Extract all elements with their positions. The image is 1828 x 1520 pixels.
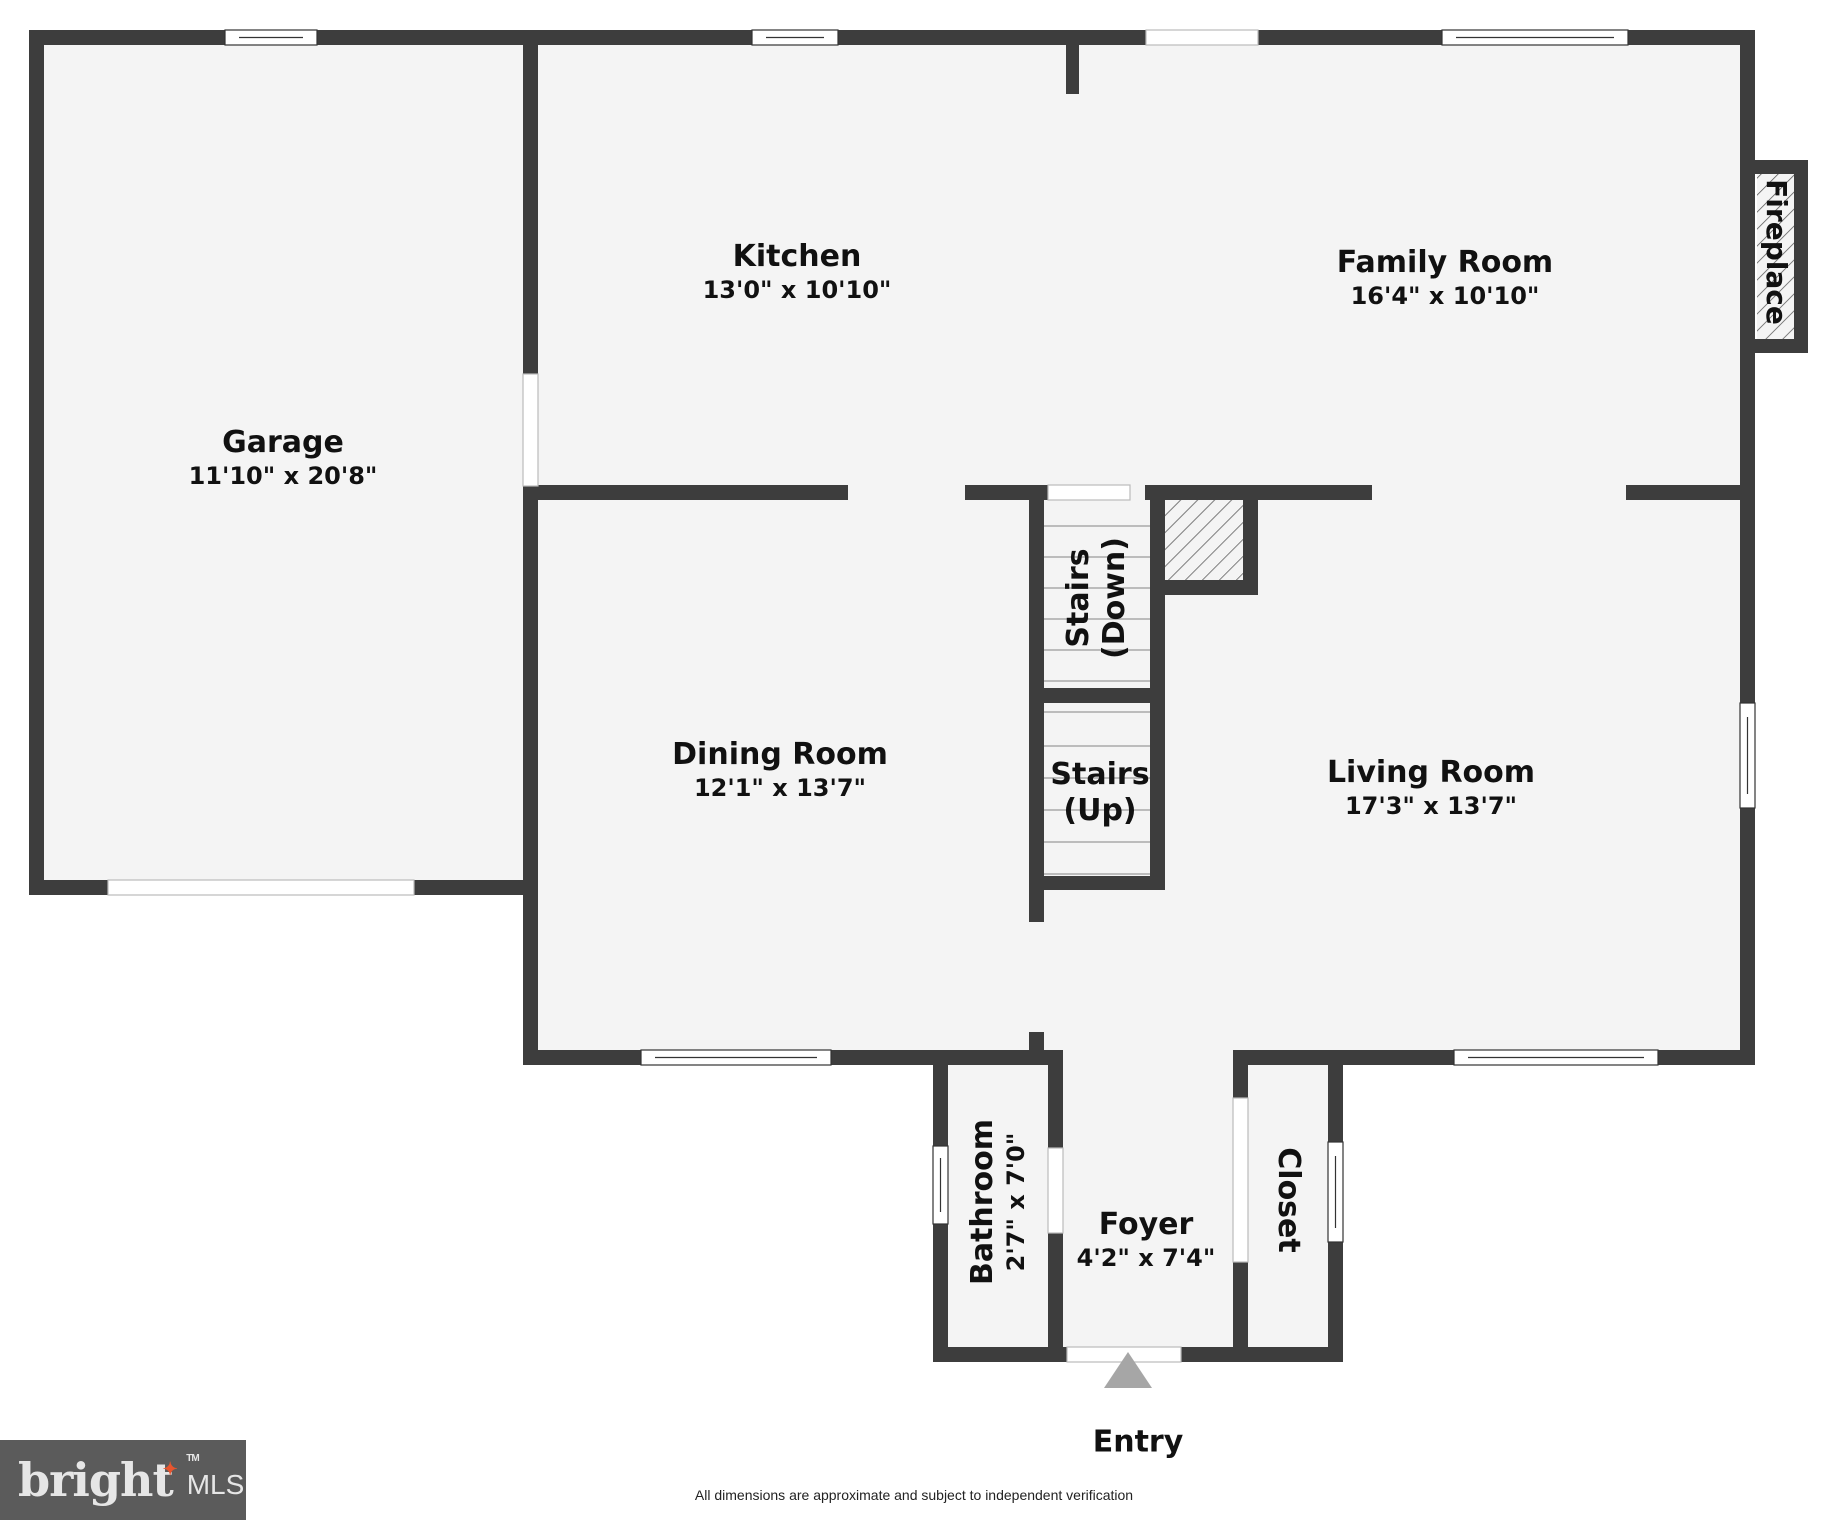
garage-door [107,879,415,896]
fireplace-label: Fireplace [1758,179,1794,325]
room-name: Living Room [1326,755,1536,790]
room-label-living-room: Living Room 17'3" x 13'7" [1327,755,1535,821]
room-label-kitchen: Kitchen 13'0" x 10'10" [703,239,892,305]
spark-icon: ✦ [162,1459,178,1480]
room-name: Closet [1271,1147,1306,1253]
floor-areas [44,44,1795,1352]
room-label-family-room: Family Room 16'4" x 10'10" [1337,245,1553,311]
room-dimensions: 12'1" x 13'7" [693,774,867,802]
room-dimensions: 11'10" x 20'8" [188,462,378,490]
room-label-closet: Closet [1270,1147,1306,1252]
stairs-down-line1: Stairs [1061,548,1096,648]
logo-word: bright ✦ TM [18,1453,200,1507]
stairs-up-line1: Stairs [1050,757,1150,792]
room-name: Dining Room [672,737,888,772]
stairs-down-label: Stairs (Down) [1061,537,1133,659]
disclaimer-text: All dimensions are approximate and subje… [694,1487,1134,1503]
room-label-garage: Garage 11'10" x 20'8" [189,425,378,491]
garage-floor [44,44,530,886]
door-opening [1145,29,1259,46]
room-dimensions: 4'2" x 7'4" [1076,1244,1216,1272]
stairs-up-line2: (Up) [1063,793,1137,828]
main-floor [538,44,1746,1056]
room-dimensions: 13'0" x 10'10" [702,276,892,304]
room-dimensions: 17'3" x 13'7" [1344,792,1518,820]
stair-treads [1044,525,1150,875]
door-opening [1047,484,1131,501]
bright-mls-logo: bright ✦ TM MLS [0,1440,246,1520]
logo-trademark: TM [186,1453,199,1464]
stairs-up-label: Stairs (Up) [1050,757,1149,829]
door-opening [1232,1097,1249,1263]
room-dimensions: 16'4" x 10'10" [1350,282,1540,310]
room-name: Foyer [1098,1207,1194,1242]
room-name: Garage [222,425,344,460]
room-label-bathroom: Bathroom 2'7" x 7'0" [965,1119,1031,1285]
door-opening [522,373,539,487]
fireplace-name: Fireplace [1760,179,1793,325]
room-label-foyer: Foyer 4'2" x 7'4" [1077,1207,1216,1273]
room-name: Kitchen [732,239,862,274]
door-opening [1047,1147,1064,1234]
room-name: Family Room [1336,245,1554,280]
logo-word-text: bright [18,1453,174,1507]
room-label-dining-room: Dining Room 12'1" x 13'7" [672,737,888,803]
fireplace-hatch [1757,174,1795,339]
room-dimensions: 2'7" x 7'0" [1002,1132,1030,1272]
chimney-hatch [1165,498,1243,580]
room-name: Bathroom [965,1118,1000,1286]
foyer-floor [948,1056,1330,1352]
entry-arrow-icon [1104,1352,1152,1388]
logo-suffix: MLS [186,1469,245,1500]
stairs-down-line2: (Down) [1097,536,1132,660]
openings [107,29,1756,1363]
entry-label: Entry [1092,1424,1184,1460]
